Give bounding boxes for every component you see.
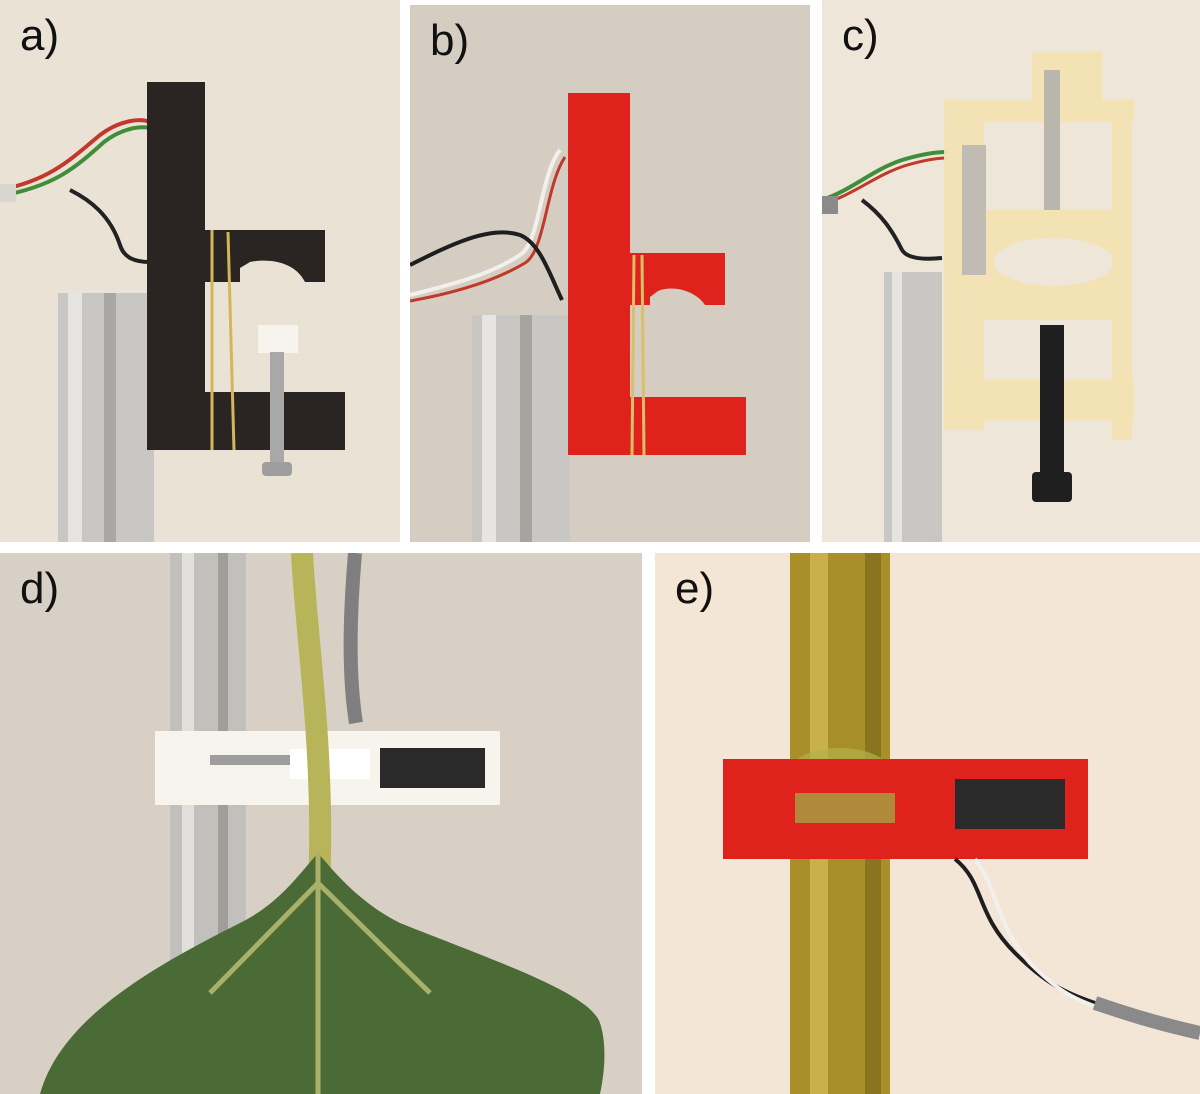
photo-red-clamp-on-stem (655, 553, 1200, 1094)
panel-label-b: b) (430, 16, 470, 65)
panel-c-spring-clamp: c) (822, 0, 1200, 542)
panel-b-red-clamp: b) (410, 5, 810, 542)
photo-translucent-spring-clamp (822, 0, 1200, 542)
panel-a-black-clamp: a) (0, 0, 400, 542)
panel-label-e: e) (675, 564, 715, 613)
panel-d-petiole-clamp: d) (0, 553, 642, 1094)
panel-label-a: a) (20, 11, 60, 60)
panel-label-d: d) (20, 564, 60, 613)
panel-e-stem-clamp: e) (655, 553, 1200, 1094)
photo-black-clamp (0, 0, 400, 542)
photo-red-clamp (410, 5, 810, 542)
photo-white-clamp-on-leaf-petiole (0, 553, 642, 1094)
panel-label-c: c) (842, 11, 879, 60)
